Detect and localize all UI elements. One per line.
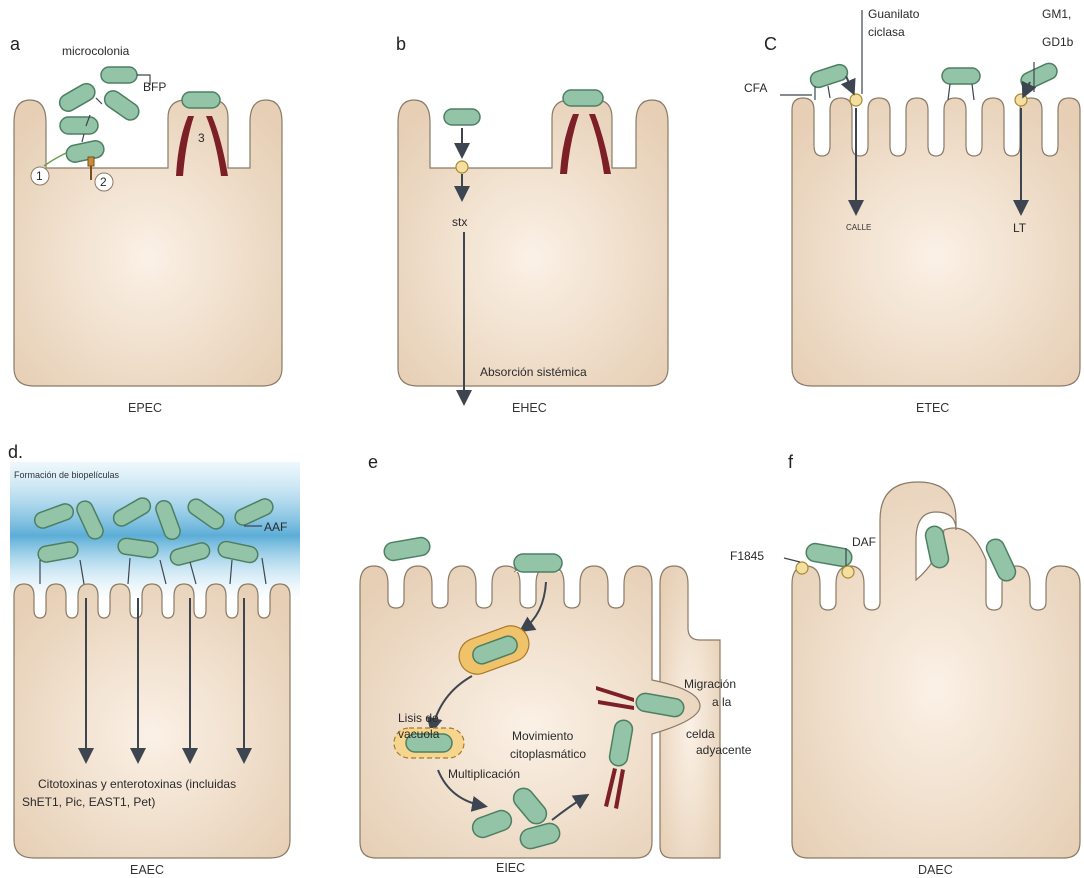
- bacterium-pedestal: [182, 92, 220, 108]
- panel-a-letter: a: [10, 34, 21, 54]
- bfp-label: BFP: [143, 80, 166, 94]
- panel-a: a microcolonia BFP 1 2 3 EPEC: [10, 34, 282, 415]
- etec-cell: [792, 98, 1080, 386]
- toxins-label-1: Citotoxinas y enterotoxinas (incluidas: [38, 777, 236, 791]
- bacterium: [60, 117, 98, 134]
- migration-label-4: adyacente: [696, 743, 752, 757]
- panel-e: e Lisis de vacuola Movimiento citopl: [360, 452, 752, 875]
- sta-arrow: [846, 76, 853, 92]
- panel-c-caption: ETEC: [916, 401, 949, 415]
- movement-label-1: Movimiento: [512, 729, 574, 743]
- receptor: [842, 566, 854, 578]
- panel-e-letter: e: [368, 452, 378, 472]
- bacterium: [57, 81, 98, 115]
- microcolony-label: microcolonia: [62, 44, 130, 58]
- receptor: [456, 161, 468, 173]
- panel-c: C Guanilato ciclasa GM1, GD1b CFA CALLE …: [744, 7, 1080, 415]
- lysis-label-2: vacuola: [398, 727, 440, 741]
- gm1-label-1: GM1,: [1042, 7, 1071, 21]
- migration-label-3: celda: [686, 727, 715, 741]
- systemic-label: Absorción sistémica: [480, 365, 587, 379]
- marker-2: 2: [100, 175, 107, 189]
- microcolony: [44, 67, 150, 180]
- panel-a-caption: EPEC: [128, 401, 162, 415]
- bacterium-entering: [514, 554, 562, 572]
- bacterium-wrapped: [984, 536, 1019, 583]
- calle-label: CALLE: [846, 223, 871, 232]
- cfa-label: CFA: [744, 81, 767, 95]
- biofilm-label: Formación de biopelículas: [14, 470, 120, 480]
- migration-label-1: Migración: [684, 677, 736, 691]
- lt-label: LT: [1013, 221, 1027, 235]
- panel-d-letter: d.: [8, 442, 23, 462]
- panel-b-letter: b: [396, 34, 406, 54]
- panel-f-letter: f: [788, 452, 794, 472]
- multiplication-label: Multiplicación: [448, 767, 520, 781]
- epec-cell: [14, 100, 282, 386]
- bacterium: [65, 139, 106, 164]
- marker-1: 1: [36, 169, 43, 183]
- gm1-label-2: GD1b: [1042, 35, 1074, 49]
- bacterium: [444, 109, 480, 125]
- guanylate-label-1: Guanilato: [868, 7, 920, 21]
- f1845-pointer: [784, 558, 800, 562]
- toxins-label-2: ShET1, Pic, EAST1, Pet): [22, 795, 155, 809]
- bacterium: [1018, 61, 1059, 92]
- panel-b: b stx Absorción sistémica EHEC: [396, 34, 668, 415]
- lysis-label-1: Lisis de: [398, 711, 439, 725]
- receptor: [850, 94, 862, 106]
- biofilm: [10, 462, 300, 596]
- bacterium-outside: [383, 536, 431, 562]
- bacterium: [808, 63, 849, 90]
- aaf-label: AAF: [264, 520, 287, 534]
- guanylate-label-2: ciclasa: [868, 25, 905, 39]
- bacterium: [101, 88, 142, 124]
- movement-label-2: citoplasmático: [510, 747, 586, 761]
- panel-f-caption: DAEC: [918, 863, 953, 877]
- panel-b-caption: EHEC: [512, 401, 547, 415]
- marker-3: 3: [198, 131, 205, 145]
- ehec-cell: [398, 100, 668, 386]
- panel-d-caption: EAEC: [130, 863, 164, 877]
- f1845-label: F1845: [730, 549, 764, 563]
- adhesin-fiber: [44, 153, 66, 166]
- daf-label: DAF: [852, 535, 876, 549]
- eaec-cell: [14, 584, 290, 858]
- intimin-receptor: [88, 157, 94, 166]
- bacterium: [942, 68, 980, 84]
- panel-d: d. Formación de biopelículas AAF Citotox…: [8, 442, 300, 877]
- stx-label: stx: [452, 215, 467, 229]
- panel-f: f F1845 DAF DAEC: [730, 452, 1080, 877]
- panel-c-letter: C: [764, 34, 777, 54]
- receptor: [1015, 94, 1027, 106]
- bacterium-pedestal: [563, 90, 603, 106]
- bacterium: [101, 67, 137, 83]
- receptor: [796, 562, 808, 574]
- migration-label-2: a la: [712, 695, 732, 709]
- panel-e-caption: EIEC: [496, 861, 525, 875]
